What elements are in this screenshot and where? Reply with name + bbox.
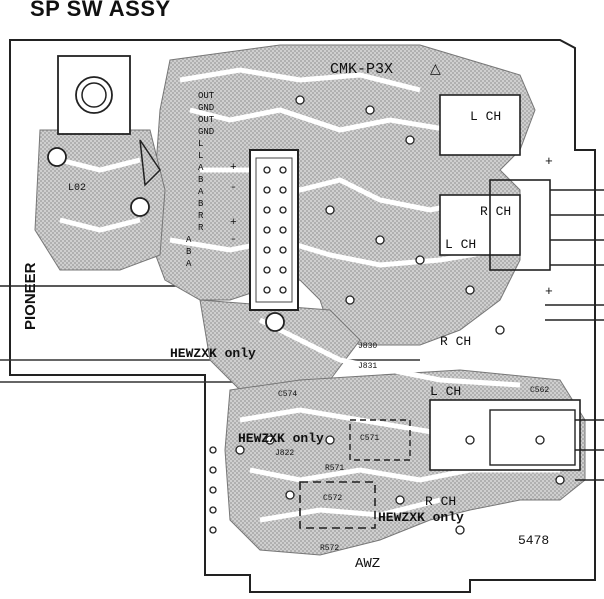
l-ch-top-label: L CH bbox=[470, 109, 501, 124]
pin-sign-3: - bbox=[230, 234, 237, 246]
only-note-3: HEWZXK only bbox=[378, 510, 464, 525]
connector-pin-labels: OUT GND OUT GND L L A B A B R R A B A bbox=[186, 91, 215, 269]
only-note-1: HEWZXK only bbox=[170, 346, 256, 361]
copper-area-left bbox=[34, 129, 166, 271]
pin-label-11: R bbox=[198, 223, 204, 233]
pin-label-6: A bbox=[198, 163, 204, 173]
pin-sign-1: - bbox=[230, 182, 237, 194]
plus-sign-mid: + bbox=[545, 284, 553, 299]
board-code: CMK-P3X bbox=[330, 61, 393, 78]
c572-outline bbox=[299, 481, 376, 529]
region-code: AWZ bbox=[355, 556, 380, 572]
heatsink bbox=[57, 55, 131, 135]
pin-label-3: GND bbox=[198, 127, 214, 137]
only-note-2: HEWZXK only bbox=[238, 431, 324, 446]
pin-label-14: A bbox=[186, 259, 192, 269]
mount-hole bbox=[47, 147, 67, 167]
ref-j831: J831 bbox=[358, 362, 377, 371]
ref-c571: C571 bbox=[360, 434, 379, 443]
pin-label-7: B bbox=[198, 175, 204, 185]
ref-j822: J822 bbox=[275, 449, 294, 458]
right-edge-leads bbox=[545, 189, 604, 481]
brand-logo: PIONEER bbox=[22, 262, 39, 330]
pin-label-10: R bbox=[198, 211, 204, 221]
pin-sign-0: + bbox=[230, 162, 237, 174]
diagram-title: SP SW ASSY bbox=[30, 0, 171, 21]
warning-triangle-icon: △ bbox=[430, 60, 441, 76]
pin-signs: + - + - bbox=[230, 162, 237, 246]
ref-r572: R572 bbox=[320, 544, 339, 553]
pin-label-12: A bbox=[186, 235, 192, 245]
l-ch-mid-label: L CH bbox=[445, 237, 476, 252]
ref-r571: R571 bbox=[325, 464, 344, 473]
ref-c574: C574 bbox=[278, 390, 297, 399]
pin-label-8: A bbox=[198, 187, 204, 197]
pin-label-4: L bbox=[198, 139, 203, 149]
pads bbox=[209, 95, 565, 535]
pin-label-0: OUT bbox=[198, 91, 215, 101]
r-ch-mid-label: R CH bbox=[440, 334, 471, 349]
pin-sign-2: + bbox=[230, 217, 237, 229]
ref-l02: L02 bbox=[68, 183, 86, 194]
main-connector bbox=[249, 149, 299, 311]
copper-area-main bbox=[149, 44, 536, 346]
board-outline bbox=[9, 39, 596, 593]
pin-label-2: OUT bbox=[198, 115, 215, 125]
terminal-block-right bbox=[489, 179, 551, 271]
relay-mid bbox=[439, 194, 521, 256]
part-number: 5478 bbox=[518, 533, 549, 548]
ref-c562: C562 bbox=[530, 386, 549, 395]
pin-label-13: B bbox=[186, 247, 192, 257]
pin-label-5: L bbox=[198, 151, 203, 161]
relay-lower bbox=[429, 399, 581, 471]
r-ch-right-label: R CH bbox=[480, 204, 511, 219]
l-ch-lower-label: L CH bbox=[430, 384, 461, 399]
pin-label-1: GND bbox=[198, 103, 214, 113]
r-ch-bottom-label: R CH bbox=[425, 494, 456, 509]
relay-top bbox=[439, 94, 521, 156]
pin-label-9: B bbox=[198, 199, 204, 209]
ref-j830: J830 bbox=[358, 342, 377, 351]
ref-c572: C572 bbox=[323, 494, 342, 503]
plus-sign-top: + bbox=[545, 154, 553, 169]
